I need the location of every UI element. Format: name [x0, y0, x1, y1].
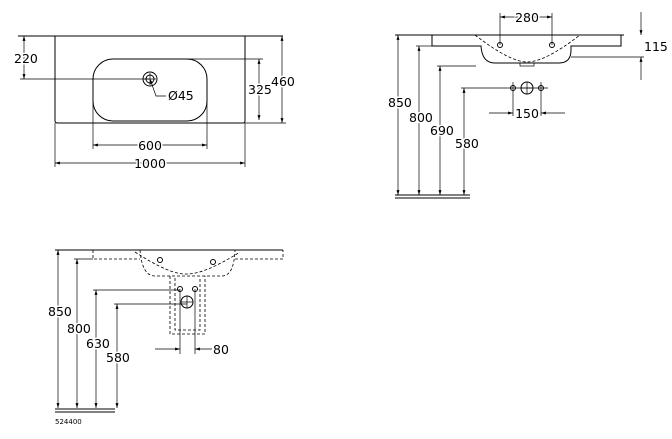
dim-1000: 1000: [134, 156, 166, 171]
dim-800: 800: [67, 321, 91, 336]
dim-850: 850: [48, 304, 72, 319]
drawing-code: 524400: [55, 418, 82, 426]
dim-280: 280: [515, 10, 539, 25]
dim-630: 630: [86, 336, 110, 351]
dim-580: 580: [455, 136, 479, 151]
drain-diameter-label: Ø45: [168, 88, 194, 103]
waste-connection-icon: [520, 81, 534, 95]
dim-220: 220: [14, 51, 38, 66]
pedestal-view: 850 800 630 580 80 524400: [47, 249, 284, 426]
dim-600: 600: [138, 138, 162, 153]
dim-580: 580: [106, 350, 130, 365]
dim-850: 850: [388, 95, 412, 110]
top-view: Ø45 220 325 460 600 1000: [13, 35, 296, 173]
basin-profile: [431, 35, 622, 64]
dim-325: 325: [248, 82, 272, 97]
waste-connection-icon: [180, 295, 194, 309]
dim-800: 800: [409, 110, 433, 125]
dim-80: 80: [213, 342, 229, 357]
side-view: 280 115 850 800 690 580 150: [387, 9, 669, 199]
dim-115: 115: [644, 39, 668, 54]
basin-outline: [54, 36, 246, 124]
dim-690: 690: [430, 123, 454, 138]
dim-150: 150: [515, 106, 539, 121]
dim-460: 460: [271, 74, 295, 89]
